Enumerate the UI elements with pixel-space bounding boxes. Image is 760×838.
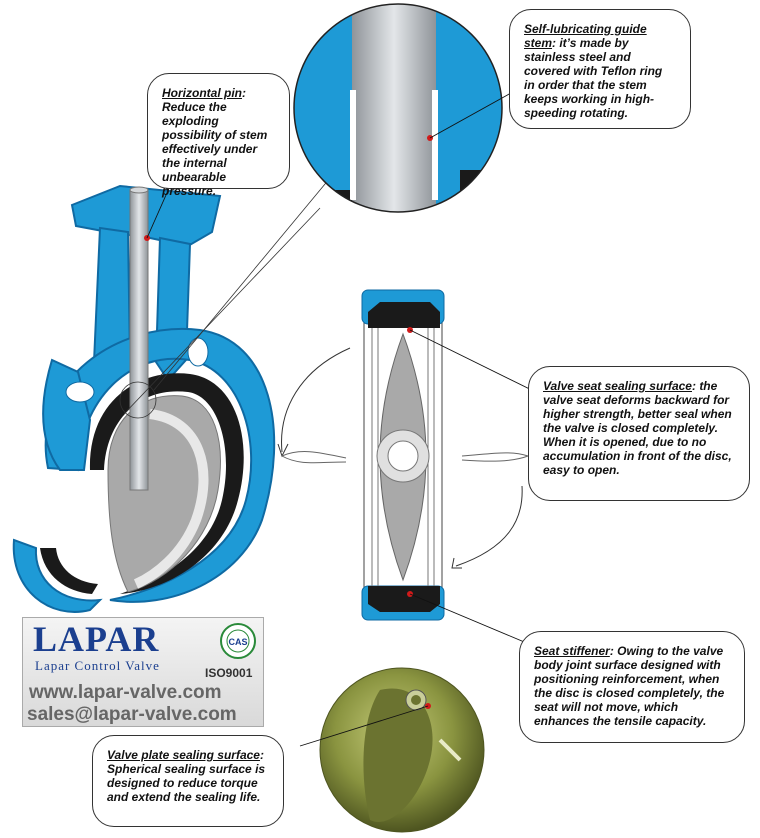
callout-plate-sealing: Valve plate sealing surface: Spherical s… <box>92 735 284 827</box>
section-view <box>277 289 530 621</box>
callout-title: Seat stiffener <box>534 644 610 658</box>
callout-guide-stem: Self-lubricating guide stem: it’s made b… <box>509 9 691 129</box>
callout-body: : Owing to the valve body joint surface … <box>534 644 725 728</box>
callout-title: Horizontal pin <box>162 86 242 100</box>
email-link[interactable]: sales@lapar-valve.com <box>27 704 237 725</box>
callout-seat-stiffener: Seat stiffener: Owing to the valve body … <box>519 631 745 743</box>
disc-sphere-view <box>319 667 485 833</box>
iso-label: ISO9001 <box>205 666 253 680</box>
cert-mark-label: CAS <box>228 637 247 647</box>
rubber-seat <box>89 373 244 594</box>
callout-body: : Reduce the exploding possibility of st… <box>162 86 268 198</box>
callout-body: : Spherical sealing surface is designed … <box>107 748 266 804</box>
callout-title: Valve plate sealing surface <box>107 748 260 762</box>
valve-body <box>12 184 276 613</box>
website-link[interactable]: www.lapar-valve.com <box>29 682 222 703</box>
callout-seat-sealing: Valve seat sealing surface: the valve se… <box>528 366 750 501</box>
brand-subtitle: Lapar Control Valve <box>35 658 160 673</box>
callout-body: : it’s made by stainless steel and cover… <box>524 36 663 120</box>
valve-stem <box>129 189 149 491</box>
callout-body: : the valve seat deforms backward for hi… <box>543 379 732 477</box>
lapar-logo-block: LAPAR Lapar Control Valve CAS ISO9001 ww… <box>22 617 264 727</box>
callout-horizontal-pin: Horizontal pin: Reduce the exploding pos… <box>147 73 290 198</box>
brand-logo: LAPAR <box>33 619 160 659</box>
magnify-leader <box>153 177 331 391</box>
cas-cert-icon: CAS <box>220 623 256 659</box>
magnified-stem-view <box>293 3 503 213</box>
callout-title: Self-lubricating guide stem <box>524 22 647 50</box>
callout-title: Valve seat sealing surface <box>543 379 692 393</box>
